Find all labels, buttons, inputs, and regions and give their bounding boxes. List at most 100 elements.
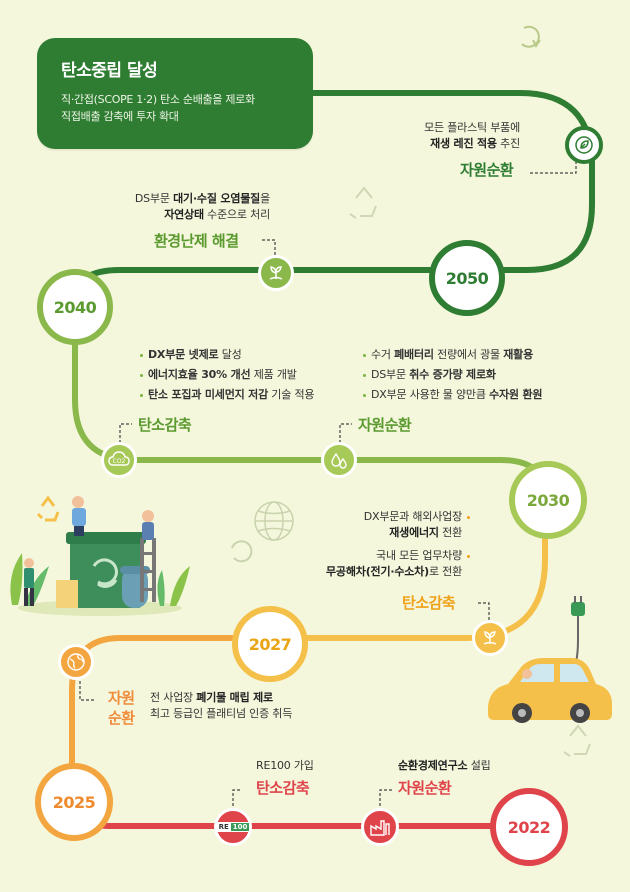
m2050-line2-rest: 추진 — [496, 137, 520, 150]
m2030-line1-text: DX부문과 해외사업장 — [363, 510, 462, 523]
connector-carbon-2040 — [119, 423, 132, 443]
m2027-line1: 전 사업장 폐기물 매립 제로 — [150, 690, 292, 706]
re100-num: 100 — [230, 823, 250, 831]
plant-hand-icon — [472, 620, 508, 656]
m2040-carbon-item-1: DX부문 넷제로 달성 — [140, 346, 242, 362]
m2040-env-heading: 환경난제 해결 — [154, 232, 239, 250]
m2040-carbon-item-1-bold: DX부문 넷제로 — [148, 348, 219, 361]
title-box-line1: 직·간접(SCOPE 1·2) 탄소 순배출을 제로화 — [61, 93, 255, 106]
m2025-line1: RE100 가입 — [256, 759, 314, 772]
m2027-text: 전 사업장 폐기물 매립 제로 최고 등급인 플래티넘 인증 취득 — [150, 690, 292, 722]
m2040-env-line1-pre: DS부문 — [134, 192, 174, 205]
leaf-circle-icon — [565, 126, 603, 164]
m2022-heading: 자원순환 — [398, 779, 452, 797]
m2040-carbon-item-3-bold: 탄소 포집과 미세먼지 저감 — [148, 388, 269, 401]
year-2030-circle: 2030 — [509, 461, 587, 539]
m2040-env-line2: 자연상태 수준으로 처리 — [135, 207, 270, 223]
m2030-text-a: DX부문과 해외사업장 재생에너지 전환 — [364, 509, 470, 541]
m2040-carbon-heading: 탄소감축 — [138, 416, 192, 434]
m2040-carbon-item-3: 탄소 포집과 미세먼지 저감 기술 적용 — [140, 386, 314, 402]
m2030-line2: 재생에너지 전환 — [364, 525, 470, 541]
m2030-text-b: 국내 모든 업무차량 무공해차(전기·수소차)로 전환 — [326, 548, 470, 580]
m2050-heading: 자원순환 — [460, 161, 514, 179]
m2050-text: 모든 플라스틱 부품에 재생 레진 적용 추진 — [424, 120, 520, 152]
bullet-dot — [140, 353, 143, 357]
water-drops-icon — [321, 442, 357, 478]
connector-resource-2040 — [339, 423, 352, 443]
connector-2025 — [232, 789, 240, 812]
m2022-line1-rest: 설립 — [467, 759, 491, 772]
title-box: 탄소중립 달성 직·간접(SCOPE 1·2) 탄소 순배출을 제로화 직접배출… — [37, 38, 313, 149]
m2050-line2-bold: 재생 레진 적용 — [430, 137, 497, 150]
year-2025-circle: 2025 — [35, 763, 113, 841]
m2040-resource-item-1-rest: 전량에서 광물 — [433, 348, 504, 361]
m2030-line4-bold: 무공해차(전기·수소차) — [326, 565, 429, 578]
bullet-dot — [140, 373, 143, 377]
m2040-resource-item-1: 수거 폐배터리 전량에서 광물 재활용 — [363, 346, 533, 362]
m2027-heading-line1: 자원 — [108, 689, 135, 707]
electric-car-illustration — [488, 596, 612, 723]
m2040-carbon-item-2-bold: 에너지효율 30% 개선 — [148, 368, 251, 381]
globe-icon — [254, 501, 294, 541]
re100-re: RE — [216, 823, 231, 831]
re100-label: RE 100 — [215, 822, 251, 832]
year-2040-circle: 2040 — [37, 269, 113, 345]
re100-badge: RE 100 — [214, 808, 252, 846]
m2030-line2-rest: 전환 — [438, 526, 462, 539]
m2030-line1: DX부문과 해외사업장 — [364, 509, 470, 525]
year-2027-circle: 2027 — [232, 606, 308, 682]
m2027-heading: 자원 순환 — [108, 688, 135, 728]
m2040-resource-item-3-pre: DX부문 사용한 물 양만큼 — [371, 388, 490, 401]
m2027-line2: 최고 등급인 플래티넘 인증 취득 — [150, 707, 293, 720]
bullet-dot — [363, 353, 366, 357]
m2030-heading: 탄소감축 — [402, 594, 456, 612]
m2027-line1-pre: 전 사업장 — [150, 691, 197, 704]
factory-icon — [361, 808, 399, 846]
year-2022-circle: 2022 — [490, 788, 568, 866]
m2050-line2: 재생 레진 적용 추진 — [424, 136, 520, 152]
m2025-heading: 탄소감축 — [256, 779, 310, 797]
m2040-carbon-item-2-rest: 제품 개발 — [250, 368, 297, 381]
m2050-line1: 모든 플라스틱 부품에 — [424, 121, 520, 134]
m2040-env-line2-rest: 수준으로 처리 — [203, 208, 270, 221]
m2040-env-line1: DS부문 대기·수질 오염물질을 — [135, 191, 270, 207]
recycle-icon — [349, 186, 377, 219]
m2040-carbon-item-3-rest: 기술 적용 — [268, 388, 315, 401]
m2040-resource-item-2-pre: DS부문 — [371, 368, 410, 381]
bullet-dot — [467, 554, 470, 558]
connector-2022 — [379, 789, 392, 810]
m2040-carbon-item-1-rest: 달성 — [218, 348, 242, 361]
svg-text:CO2: CO2 — [113, 458, 126, 465]
m2030-line2-bold: 재생에너지 — [389, 526, 439, 539]
plant-hand-icon — [258, 255, 294, 291]
m2030-line3-text: 국내 모든 업무차량 — [376, 549, 462, 562]
m2040-env-text: DS부문 대기·수질 오염물질을 자연상태 수준으로 처리 — [135, 191, 270, 223]
connector-2030 — [478, 602, 490, 624]
earth-icon — [58, 644, 94, 680]
path-segment-2025 — [69, 797, 531, 829]
m2040-carbon-item-2: 에너지효율 30% 개선 제품 개발 — [140, 366, 297, 382]
m2040-resource-item-1-bold: 폐배터리 — [394, 348, 434, 361]
m2022-line1-bold: 순환경제연구소 — [398, 759, 468, 772]
m2030-line4: 무공해차(전기·수소차)로 전환 — [326, 564, 470, 580]
m2030-line4-rest: 로 전환 — [428, 565, 462, 578]
m2027-heading-line2: 순환 — [108, 709, 135, 727]
m2030-line3: 국내 모든 업무차량 — [326, 548, 470, 564]
title-box-heading: 탄소중립 달성 — [61, 61, 158, 81]
m2040-env-line1-bold: 대기·수질 오염물질 — [173, 192, 261, 205]
connector-2027 — [79, 676, 96, 701]
m2040-resource-item-3-bold: 수자원 환원 — [489, 388, 543, 401]
co2-cloud-icon: CO2 — [101, 442, 137, 478]
m2040-resource-item-2: DS부문 취수 증가량 제로화 — [363, 366, 496, 382]
m2040-resource-item-2-bold: 취수 증가량 제로화 — [409, 368, 496, 381]
year-2050-circle: 2050 — [429, 240, 505, 316]
m2040-resource-item-3: DX부문 사용한 물 양만큼 수자원 환원 — [363, 386, 543, 402]
bullet-dot — [140, 393, 143, 397]
recycle-icon — [521, 25, 541, 48]
connector-env — [262, 239, 276, 258]
bullet-dot — [363, 393, 366, 397]
recycling-illustration — [10, 495, 190, 616]
bullet-dot — [363, 373, 366, 377]
bullet-dot — [467, 515, 470, 519]
